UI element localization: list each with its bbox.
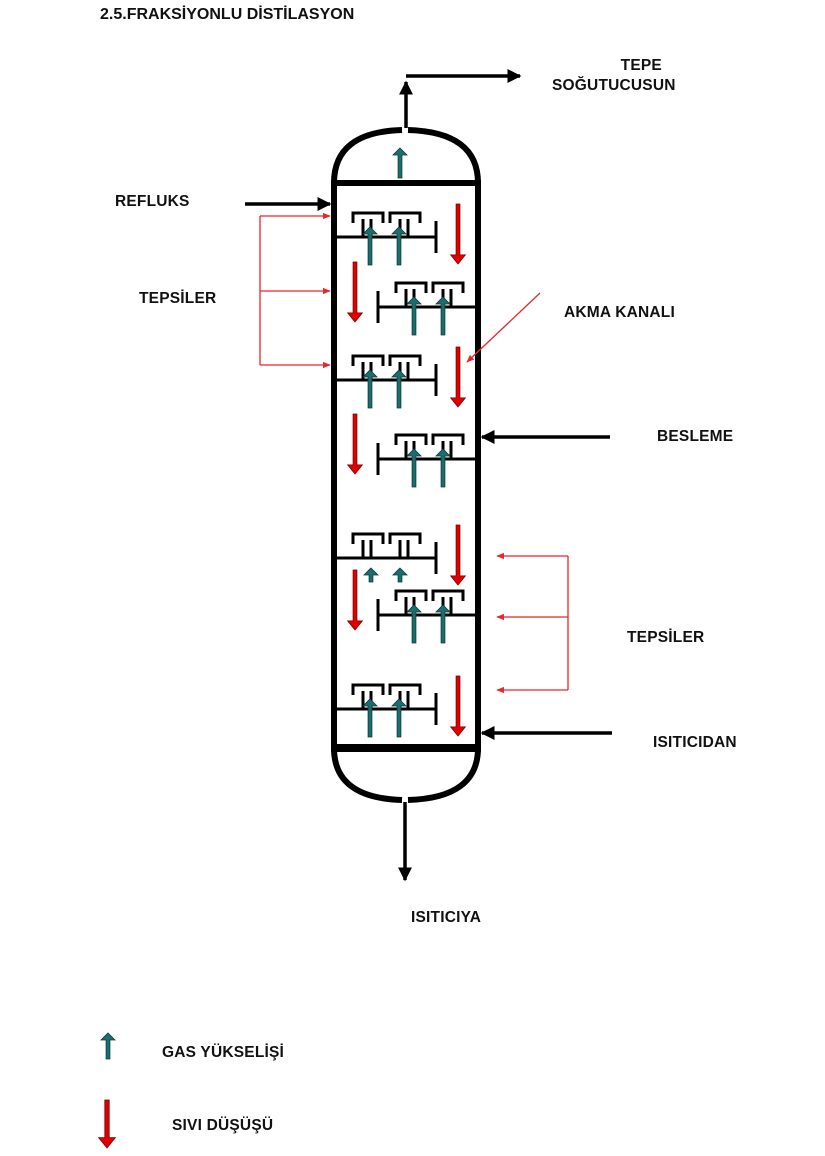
gas-rise-arrow (362, 369, 378, 409)
gas-rise-arrow (362, 226, 378, 266)
top-gas-rise-arrow (392, 147, 408, 179)
liquid-fall-arrow (449, 203, 467, 265)
gas-rise-arrow (392, 147, 408, 179)
tray-2 (346, 261, 476, 336)
tray-5 (336, 524, 467, 586)
gas-rise-arrow (392, 567, 408, 583)
gas-rise-arrow (406, 296, 422, 336)
column-shell (331, 127, 481, 803)
liquid-fall-arrow (449, 346, 467, 408)
label-to-heater: ISITICIYA (411, 909, 482, 926)
label-trays-left: TEPSİLER (139, 290, 217, 307)
tray-4 (346, 413, 476, 488)
liquid-fall-arrow (449, 675, 467, 737)
tray-3 (336, 346, 467, 409)
downcomer-pointer (466, 292, 541, 363)
cap-hood (431, 281, 465, 293)
gas-rise-arrow (362, 698, 378, 738)
cap-hood (351, 532, 385, 544)
cap-hood (431, 589, 465, 601)
top-dome (331, 127, 481, 184)
gas-rise-arrow (391, 226, 407, 266)
legend-gas-label: GAS YÜKSELİŞİ (162, 1044, 285, 1061)
gas-rise-arrow-icon (100, 1032, 116, 1060)
liquid-fall-arrow (346, 261, 364, 323)
gas-rise-arrow (435, 448, 451, 488)
legend-liquid-label: SIVI DÜŞÜŞÜ (172, 1117, 274, 1134)
gas-rise-arrow (391, 369, 407, 409)
label-top-line1: TEPE (620, 57, 662, 74)
cap-hood (388, 211, 422, 223)
label-downcomer: AKMA KANALI (564, 304, 675, 321)
label-trays-right: TEPSİLER (627, 629, 705, 646)
cap-hood (431, 433, 465, 445)
tray-1 (336, 203, 467, 266)
cap-hood (394, 589, 428, 601)
cap-hood (388, 354, 422, 366)
cap-hood (394, 281, 428, 293)
page-title: 2.5.FRAKSİYONLU DİSTİLASYON (100, 6, 355, 23)
gas-rise-arrow (391, 698, 407, 738)
cap-hood (351, 683, 385, 695)
label-reflux: REFLUKS (115, 193, 190, 210)
cap-hood (351, 354, 385, 366)
label-top-condenser: TEPE SOĞUTUCUSUN (552, 56, 676, 96)
cap-hood (394, 433, 428, 445)
cap-hood (388, 683, 422, 695)
cap-hood (388, 532, 422, 544)
label-from-heater: ISITICIDAN (653, 734, 737, 751)
liquid-fall-arrow (449, 524, 467, 586)
gas-rise-arrow (435, 604, 451, 644)
bottom-dome (331, 747, 481, 803)
cap-hood (351, 211, 385, 223)
label-top-line2: SOĞUTUCUSUN (552, 77, 676, 94)
gas-rise-arrow (406, 604, 422, 644)
gas-rise-arrow (363, 567, 379, 583)
tray-7 (336, 675, 467, 738)
tray-6 (346, 569, 476, 644)
gas-rise-arrow (435, 296, 451, 336)
label-feed: BESLEME (657, 428, 734, 445)
bubble-cap (388, 532, 422, 558)
liquid-fall-arrow (346, 569, 364, 631)
bubble-cap (351, 532, 385, 558)
liquid-fall-arrow-icon (97, 1099, 117, 1149)
trays (336, 203, 476, 738)
gas-rise-arrow (406, 448, 422, 488)
trays-right-pointer (496, 552, 569, 694)
trays-left-pointer (259, 212, 331, 369)
overhead-line (399, 69, 522, 128)
liquid-fall-arrow (346, 413, 364, 475)
